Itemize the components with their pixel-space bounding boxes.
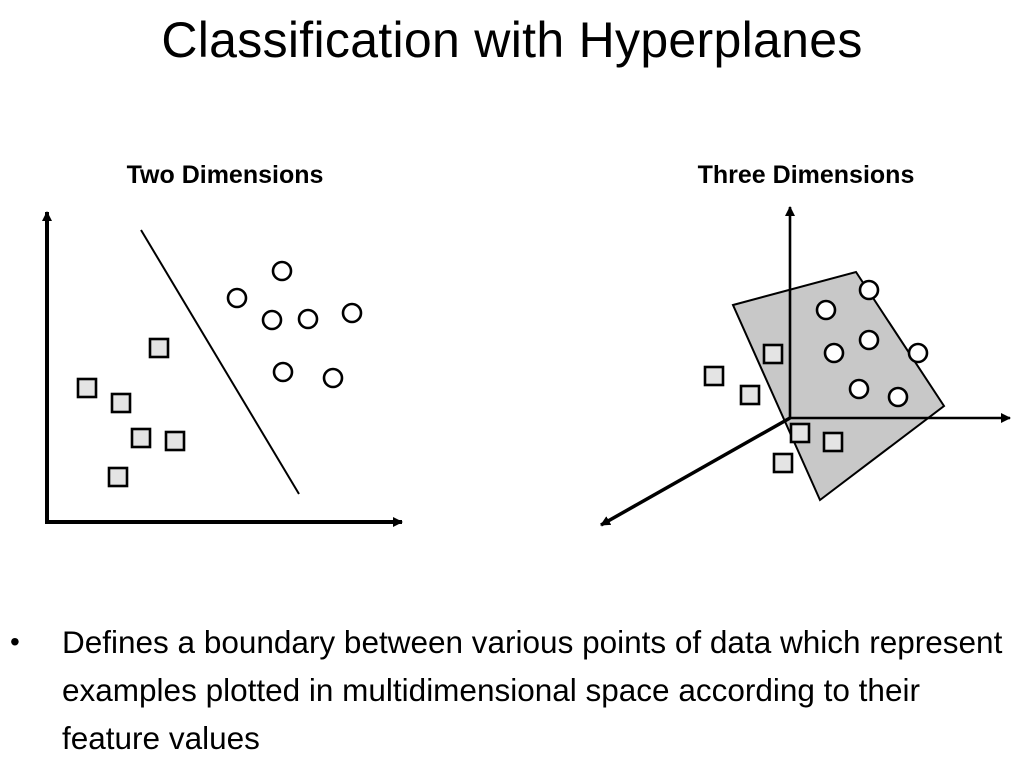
- 2d-square-point: [110, 392, 132, 414]
- 3d-circle-point: [815, 299, 837, 321]
- 2d-square-point: [76, 377, 98, 399]
- 3d-square-point: [772, 452, 794, 474]
- 2d-separating-line: [140, 229, 300, 495]
- 3d-circle-point: [858, 329, 880, 351]
- 2d-square-point: [148, 337, 170, 359]
- 2d-square-point: [164, 430, 186, 452]
- 3d-circle-point: [858, 279, 880, 301]
- bullet-text: Defines a boundary between various point…: [62, 624, 1003, 756]
- three-dimensions-title: Three Dimensions: [698, 161, 915, 189]
- 2d-circle-point: [226, 287, 248, 309]
- bullet-marker: •: [10, 626, 20, 657]
- 2d-square-class: [76, 337, 186, 488]
- 3d-circle-point: [907, 342, 929, 364]
- bullet-list: • Defines a boundary between various poi…: [0, 618, 1024, 762]
- 3d-circle-class: [815, 279, 929, 408]
- 2d-circle-point: [272, 361, 294, 383]
- 3d-square-point: [762, 343, 784, 365]
- 2d-circle-point: [271, 260, 293, 282]
- 3d-square-class: [703, 343, 844, 474]
- two-dimensions-panel: Two Dimensions: [42, 161, 403, 527]
- 3d-square-point: [789, 422, 811, 444]
- 3d-square-point: [822, 431, 844, 453]
- 2d-circle-class: [226, 260, 363, 389]
- 2d-circle-point: [297, 308, 319, 330]
- 2d-circle-point: [341, 302, 363, 324]
- 2d-square-point: [107, 466, 129, 488]
- 3d-circle-point: [887, 386, 909, 408]
- 3d-circle-point: [848, 378, 870, 400]
- 3d-square-point: [739, 384, 761, 406]
- two-dimensions-title: Two Dimensions: [127, 161, 324, 189]
- 3d-square-point: [703, 365, 725, 387]
- hyperplane-diagram: Two Dimensions Three Dimensions: [42, 161, 1011, 527]
- 3d-separating-plane: [731, 270, 946, 502]
- bullet-item: • Defines a boundary between various poi…: [0, 618, 1024, 762]
- 2d-circle-point: [261, 309, 283, 331]
- slide-title: Classification with Hyperplanes: [161, 12, 863, 68]
- three-dimensions-panel: Three Dimensions: [600, 161, 1011, 527]
- 3d-circle-point: [823, 342, 845, 364]
- 2d-circle-point: [322, 367, 344, 389]
- 3d-y-axis: [600, 416, 791, 527]
- 2d-square-point: [130, 427, 152, 449]
